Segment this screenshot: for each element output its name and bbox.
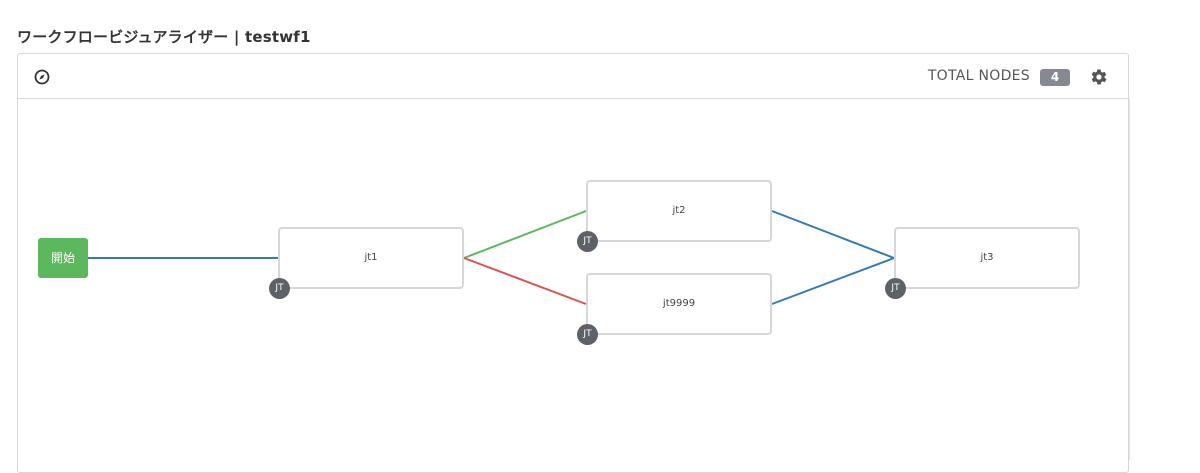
workflow-visualizer-panel: TOTAL NODES 4 開始 jt1 JT jt2 JT jt9999 JT xyxy=(17,53,1129,473)
panel-toolbar: TOTAL NODES 4 xyxy=(18,54,1128,99)
total-nodes-label: TOTAL NODES xyxy=(927,68,1030,84)
start-node[interactable]: 開始 xyxy=(38,238,88,278)
workflow-node-jt9999[interactable]: jt9999 JT xyxy=(577,273,772,345)
node-label: jt9999 xyxy=(662,298,696,309)
workflow-node-jt2[interactable]: jt2 JT xyxy=(577,180,772,252)
gear-icon[interactable] xyxy=(1090,68,1108,86)
workflow-node-jt3[interactable]: jt3 JT xyxy=(885,227,1080,299)
node-label: jt3 xyxy=(980,252,994,263)
page-title: ワークフロービジュアライザー | testwf1 xyxy=(17,28,311,46)
node-label: jt2 xyxy=(672,205,686,216)
workflow-node-jt1[interactable]: jt1 JT xyxy=(269,227,464,299)
right-pane-divider xyxy=(1129,98,1130,460)
edge-jt9999-jt3[interactable] xyxy=(771,257,895,305)
job-template-badge: JT xyxy=(885,278,906,299)
edge-layer xyxy=(88,210,895,305)
workflow-canvas[interactable]: 開始 jt1 JT jt2 JT jt9999 JT jt3 JT xyxy=(18,99,1128,472)
job-template-badge: JT xyxy=(577,324,598,345)
job-template-badge: JT xyxy=(577,231,598,252)
edge-jt2-jt3[interactable] xyxy=(771,210,895,259)
edge-jt1-jt2[interactable] xyxy=(463,210,587,259)
compass-icon[interactable] xyxy=(34,69,50,85)
node-label: jt1 xyxy=(364,252,378,263)
edge-jt1-jt9999[interactable] xyxy=(463,257,587,305)
job-template-badge: JT xyxy=(269,278,290,299)
total-nodes-count-badge: 4 xyxy=(1040,69,1070,86)
